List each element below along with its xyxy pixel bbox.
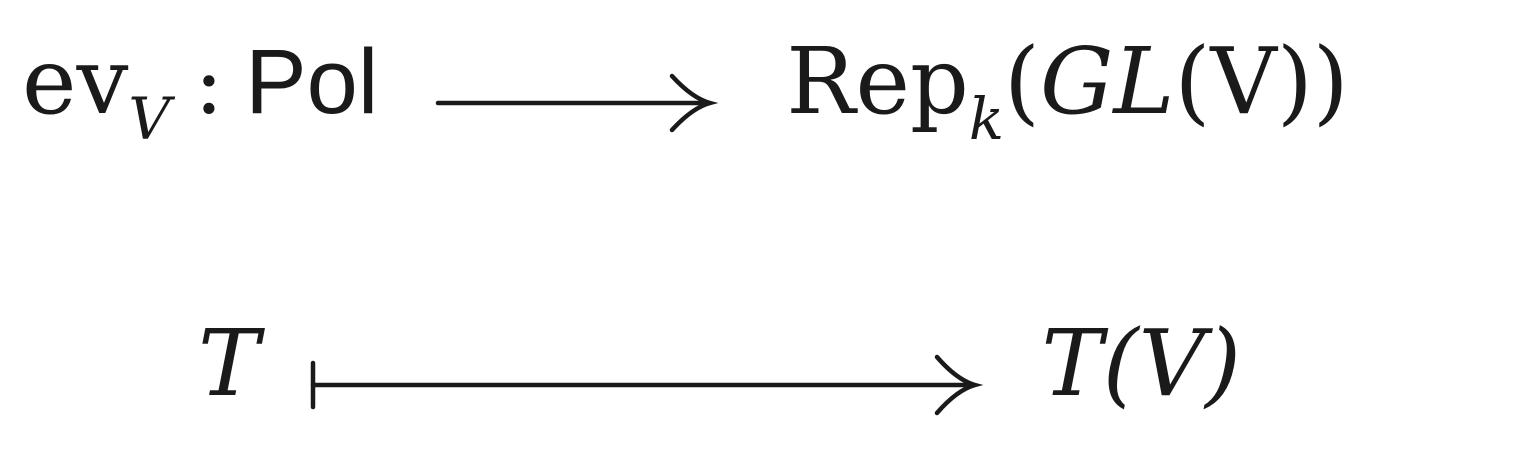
codomain-subscript: k	[968, 85, 1005, 153]
map-subscript: V	[128, 85, 171, 153]
codomain-name: Rep	[786, 28, 969, 135]
domain-category: Pol	[245, 31, 379, 133]
source-object: T	[198, 310, 260, 417]
map-name: ev	[22, 28, 129, 135]
codomain-open-paren: (	[1004, 28, 1040, 135]
colon: :	[194, 34, 224, 134]
codomain-group: GL	[1039, 28, 1175, 135]
maps-to-arrow-icon	[311, 355, 984, 416]
codomain-group-argument: (V))	[1174, 28, 1349, 135]
top-row: evV:Pol Repk(GL(V))	[22, 34, 1349, 149]
target-object: T(V)	[1041, 310, 1241, 417]
bottom-row: T T(V)	[198, 318, 1241, 438]
long-right-arrow-icon	[436, 74, 719, 133]
